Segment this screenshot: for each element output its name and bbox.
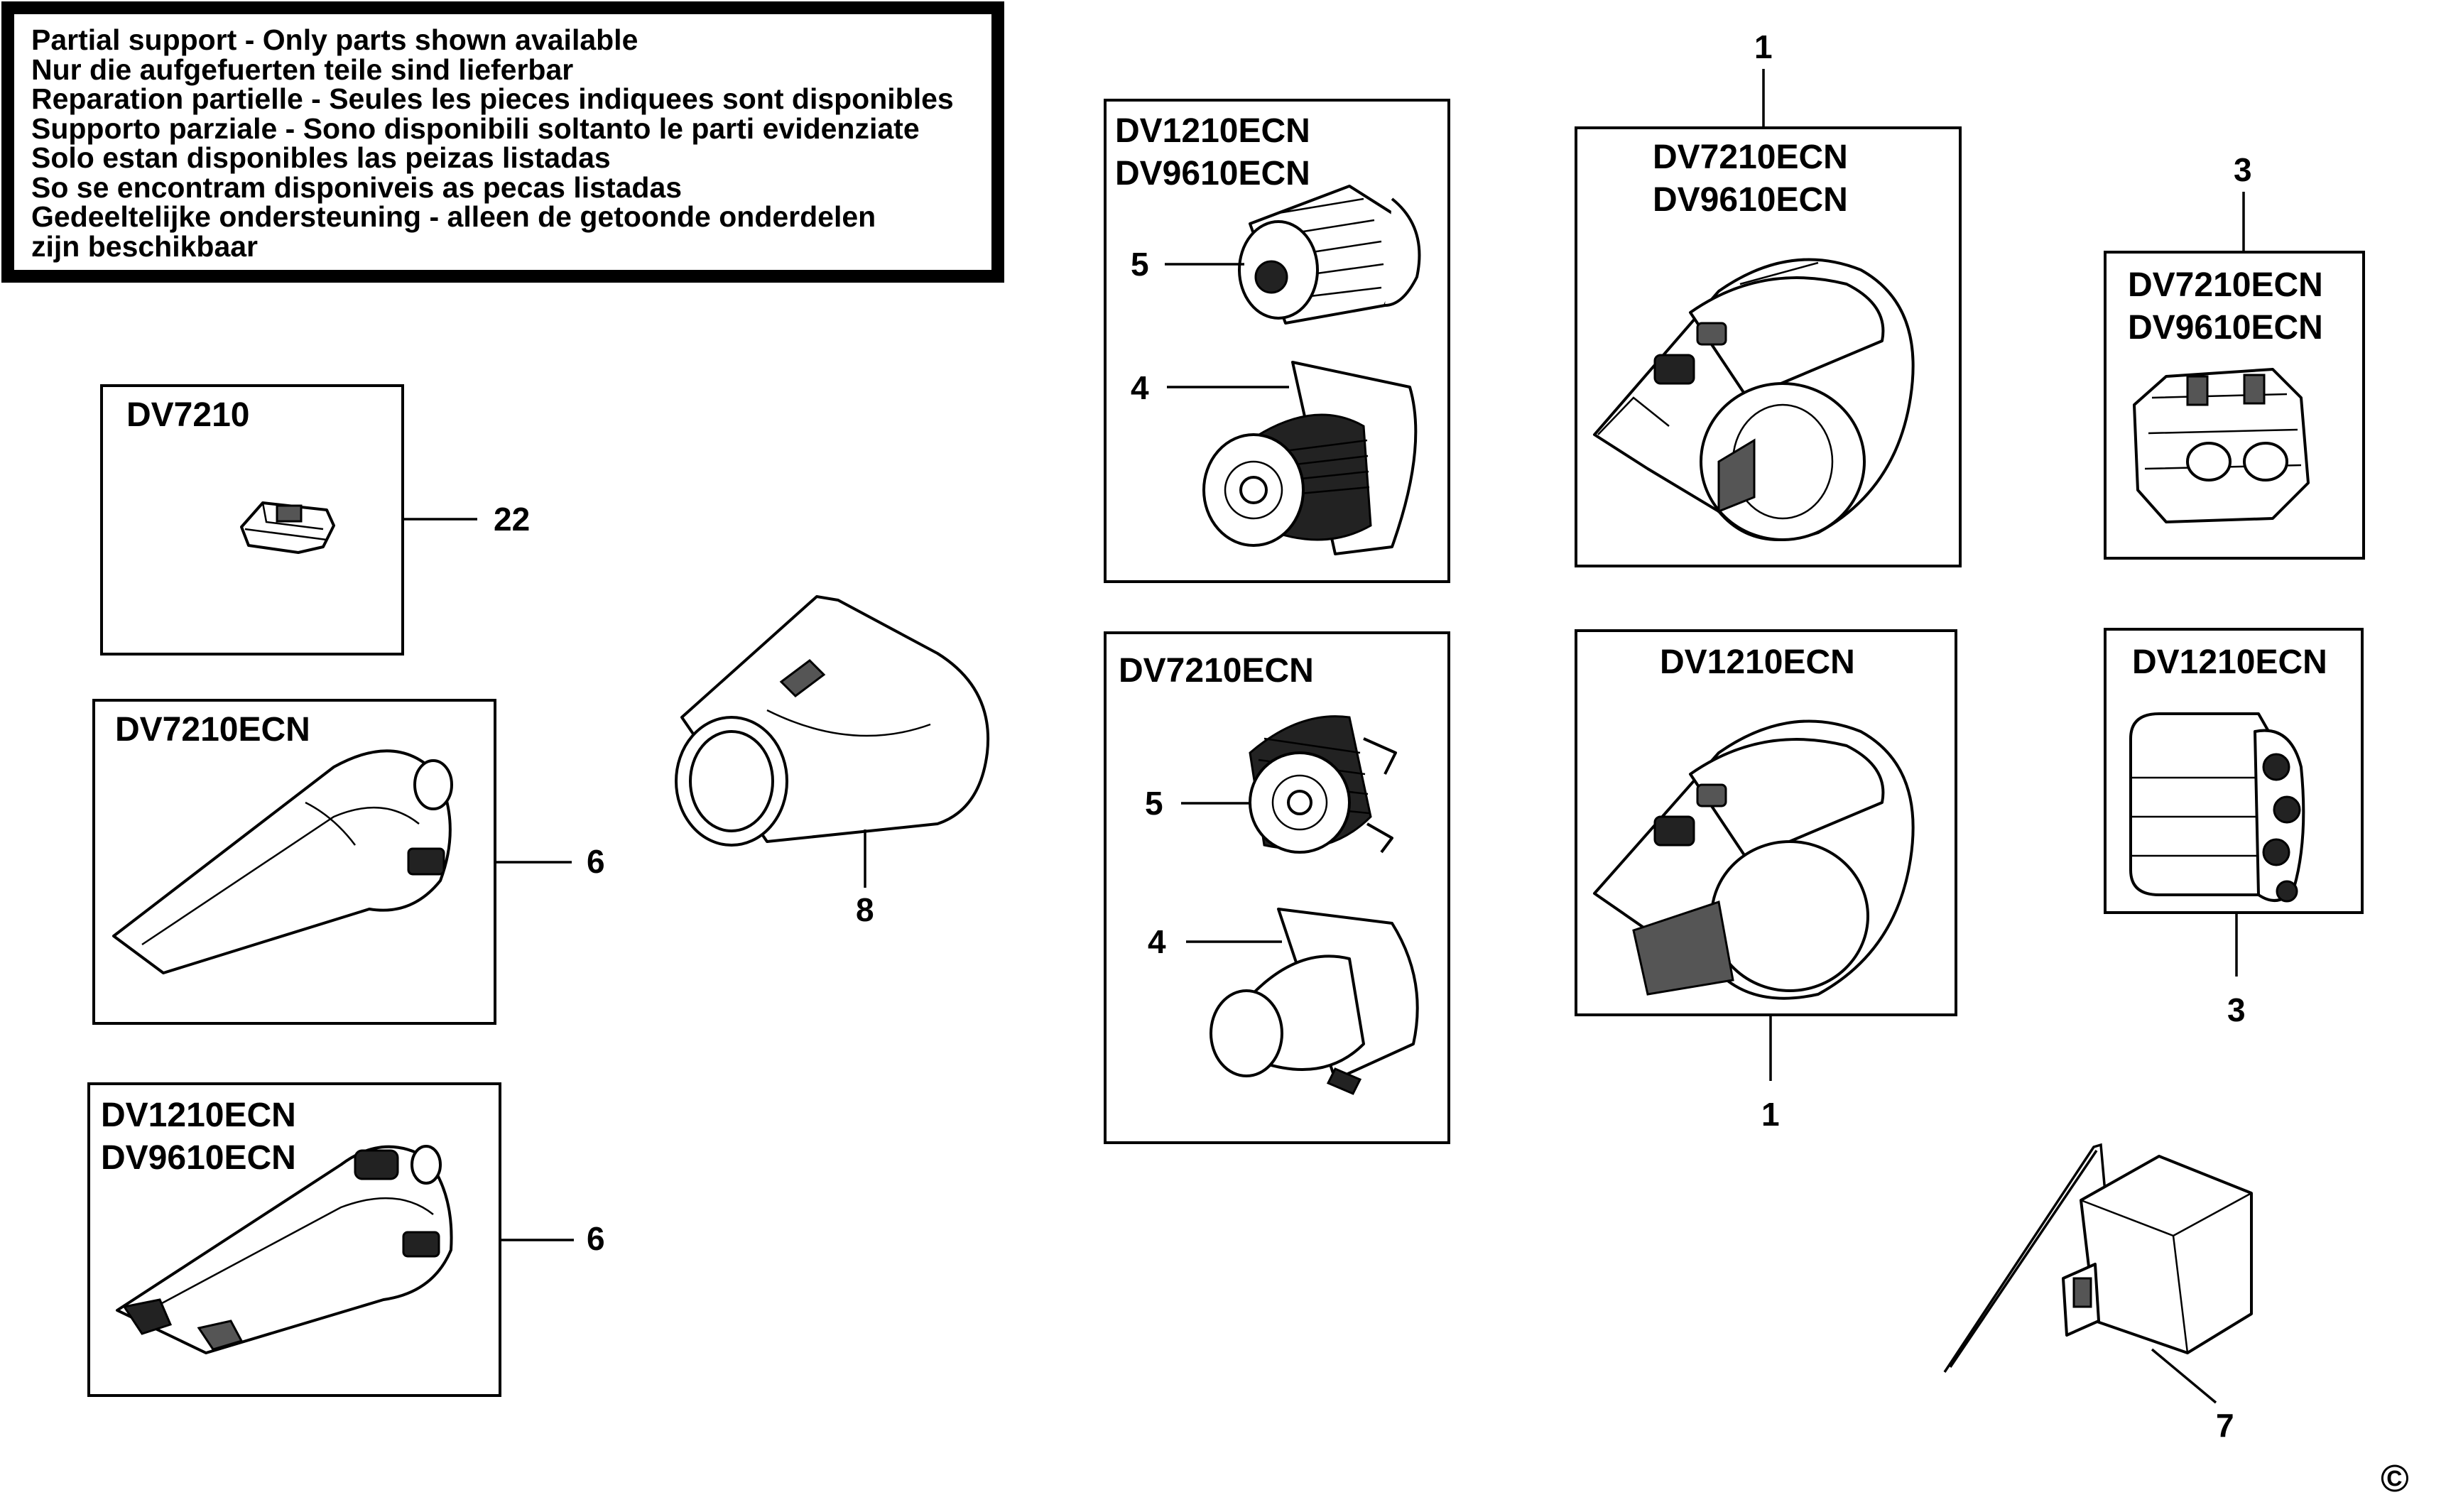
callout-number: 8: [856, 891, 874, 928]
nozzle-group-1210: DV1210ECN DV9610ECN 6: [87, 1082, 605, 1397]
motor-group-1210: DV1210ECN 1: [1575, 629, 1957, 1133]
motor-group-7210: 1 DV7210ECN DV9610ECN: [1575, 28, 1962, 567]
callout-number: 3: [2227, 991, 2246, 1028]
mesh-filter-part: [1249, 715, 1397, 854]
partial-support-notice: Partial support - Only parts shown avail…: [1, 1, 1004, 283]
model-label: DV7210ECN: [1119, 652, 1314, 690]
nozzle-group-7210: DV7210ECN 6: [92, 699, 605, 1025]
charger-part: [1943, 1143, 2253, 1373]
model-label: DV1210ECN: [1660, 643, 1855, 681]
callout-number: 6: [587, 843, 605, 880]
notice-line: Supporto parziale - Sono disponibili sol…: [31, 112, 920, 145]
clip-part: [240, 501, 335, 554]
model-label: DV7210ECN: [2128, 266, 2323, 304]
pleated-filter-part: [1238, 185, 1421, 325]
motor-unit-part: [1593, 719, 1915, 1000]
callout-number: 1: [1754, 28, 1773, 65]
notice-line: Nur die aufgefuerten teile sind lieferba…: [31, 53, 574, 86]
bowl-part: [675, 595, 990, 847]
callout-number: 6: [587, 1220, 605, 1257]
nozzle-1210-part: [116, 1145, 453, 1354]
clip-group: DV7210 22: [100, 384, 530, 656]
cone-filter-part: [1210, 908, 1419, 1095]
callout-number: 5: [1131, 246, 1149, 283]
battery-group-1210: DV1210ECN 3: [2104, 628, 2364, 1028]
callout-number: 4: [1131, 369, 1149, 406]
bowl-group: 8: [675, 595, 990, 928]
notice-line: Reparation partielle - Seules les pieces…: [31, 82, 954, 115]
battery-group-7210: 3 DV7210ECN DV9610ECN: [2104, 151, 2365, 560]
battery-pack-part: [2129, 712, 2305, 903]
leader-line: [2151, 1348, 2217, 1404]
model-label: DV9610ECN: [1653, 181, 1848, 219]
model-label: DV7210: [126, 396, 249, 434]
notice-line: zijn beschikbaar: [31, 229, 259, 263]
model-label: DV7210ECN: [115, 711, 310, 749]
callout-number: 4: [1148, 923, 1166, 960]
filter-cage-part: [1202, 361, 1418, 555]
callout-number: 3: [2234, 151, 2252, 188]
motor-unit-part: [1593, 258, 1915, 541]
callout-number: 22: [494, 501, 530, 538]
model-label: DV7210ECN: [1653, 138, 1848, 176]
battery-holder-part: [2133, 368, 2310, 523]
model-label: DV1210ECN: [1115, 112, 1310, 150]
callout-number: 5: [1145, 785, 1163, 822]
callout-number: 7: [2216, 1407, 2234, 1444]
model-label: DV1210ECN: [2132, 643, 2327, 681]
charger-group: 7: [1943, 1143, 2253, 1444]
notice-line: So se encontram disponiveis as pecas lis…: [31, 170, 683, 204]
model-label: DV1210ECN: [101, 1097, 296, 1134]
callout-number: 1: [1761, 1096, 1780, 1133]
filters-group-1210: DV1210ECN DV9610ECN 5 4: [1104, 99, 1450, 583]
model-label: DV9610ECN: [2128, 309, 2323, 347]
filters-group-7210: DV7210ECN 5 4: [1104, 631, 1450, 1144]
model-label: DV9610ECN: [1115, 155, 1310, 192]
model-label: DV9610ECN: [101, 1139, 296, 1177]
copyright-mark: ©: [2381, 1457, 2409, 1500]
notice-line: Partial support - Only parts shown avail…: [31, 23, 638, 56]
nozzle-7210-part: [112, 749, 453, 974]
notice-line: Solo estan disponibles las peizas listad…: [31, 141, 611, 174]
notice-line: Gedeeltelijke ondersteuning - alleen de …: [31, 200, 876, 233]
